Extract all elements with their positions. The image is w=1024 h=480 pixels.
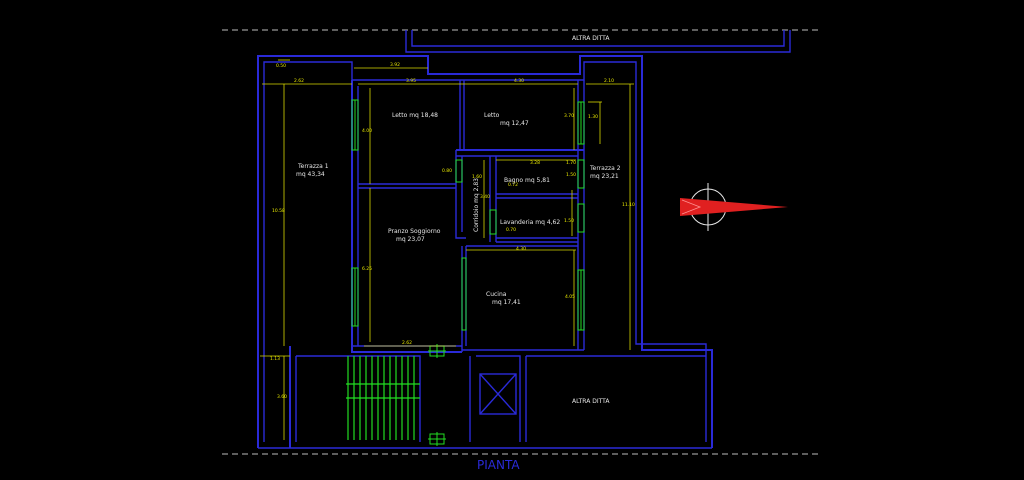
dimension-labels: 0.50 2.62 3.92 3.95 4.30 2.10 10.58 4.00… (270, 62, 635, 400)
room-labels: Terrazza 1 mq 43,34 Letto mq 18,48 Letto… (296, 112, 621, 306)
dim-label: 2.62 (294, 78, 304, 84)
dim-label: 0.70 (506, 227, 516, 233)
dim-label: 4.00 (362, 128, 372, 134)
outer-walls (257, 55, 713, 449)
room-name-lavanderia: Lavanderia mq 4,62 (500, 219, 560, 226)
lower-block: ALTRA DITTA (289, 346, 706, 448)
room-name-corridoio: Corridoio mq 2,83 (473, 178, 480, 232)
dim-label: 0.80 (442, 168, 452, 174)
room-name-terrazza1: Terrazza 1 (297, 163, 329, 170)
dim-label: 1.50 (564, 218, 574, 224)
room-area-terrazza1: mq 43,34 (296, 171, 325, 178)
dim-label: 3.70 (564, 113, 574, 119)
dim-label: 0.72 (508, 182, 518, 188)
dim-label: 1.70 (566, 160, 576, 166)
dim-label: 3.92 (390, 62, 400, 68)
room-area-pranzo: mq 23,07 (396, 236, 425, 243)
dim-label: 10.58 (272, 208, 285, 214)
windows (351, 99, 585, 446)
dim-label: 4.30 (516, 246, 526, 252)
dim-label: 4.05 (565, 294, 575, 300)
neighbor-strip-top: ALTRA DITTA (405, 30, 791, 53)
room-name-terrazza2: Terrazza 2 (589, 165, 621, 172)
dim-label: 3.95 (406, 78, 416, 84)
room-name-bagno: Bagno mq 5,81 (504, 177, 550, 184)
dim-label: 2.10 (604, 78, 614, 84)
dim-label: 3.40 (480, 194, 490, 200)
room-name-cucina: Cucina (486, 291, 507, 298)
neighbor-label-bottom: ALTRA DITTA (572, 398, 610, 405)
dimension-lines (260, 59, 634, 440)
room-area-cucina: mq 17,41 (492, 299, 521, 306)
room-area-letto2: mq 12,47 (500, 120, 529, 127)
dim-label: 3.60 (277, 394, 287, 400)
neighbor-label-top: ALTRA DITTA (572, 35, 610, 42)
interior-walls (351, 80, 585, 353)
room-name-letto1: Letto mq 18,48 (392, 112, 438, 119)
dim-label: 3.28 (530, 160, 540, 166)
room-area-terrazza2: mq 23,21 (590, 173, 619, 180)
dim-label: 6.25 (362, 266, 372, 272)
dim-label: 1.50 (566, 172, 576, 178)
dim-label: 0.50 (276, 63, 286, 69)
drawing-title: PIANTA (477, 458, 520, 472)
room-name-pranzo: Pranzo Soggiorno (388, 228, 441, 235)
dim-label: 4.30 (514, 78, 524, 84)
dim-label: 1.30 (588, 114, 598, 120)
dim-label: 1.13 (270, 356, 280, 362)
dim-label: 11.10 (622, 202, 635, 208)
room-name-letto2: Letto (484, 112, 500, 119)
north-arrow-icon (680, 183, 788, 231)
stairs (346, 356, 420, 440)
dim-label: 1.60 (472, 174, 482, 180)
dim-label: 2.62 (402, 340, 412, 346)
